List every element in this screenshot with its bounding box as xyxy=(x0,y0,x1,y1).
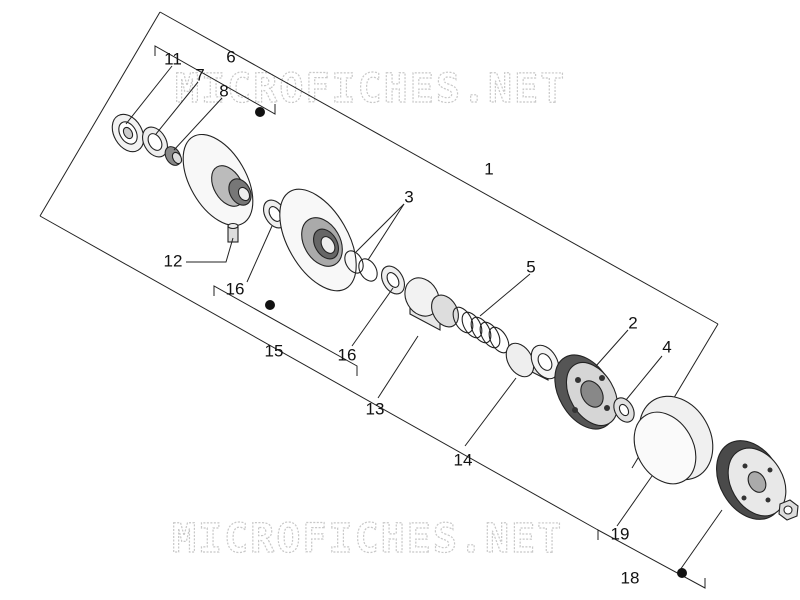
callout-16-upper: 16 xyxy=(226,279,245,298)
o-rings-3 xyxy=(344,250,378,282)
bush-8 xyxy=(164,146,183,166)
dot-marker xyxy=(677,568,687,578)
callout-6: 6 xyxy=(226,47,235,66)
leader-lines xyxy=(125,65,723,571)
callout-12: 12 xyxy=(164,251,183,270)
callout-19: 19 xyxy=(611,524,630,543)
dot-marker xyxy=(265,300,275,310)
callout-13: 13 xyxy=(366,399,385,418)
callout-15: 15 xyxy=(265,341,284,360)
bracket-group-6 xyxy=(154,45,276,115)
movable-pulley-half-15 xyxy=(279,188,357,292)
bracket-group-18 xyxy=(597,529,706,589)
bracket-group-15 xyxy=(213,285,358,376)
bushing-16-lower xyxy=(380,265,406,295)
callout-14: 14 xyxy=(454,450,473,469)
callout-4: 4 xyxy=(662,337,671,356)
callout-16-lower: 16 xyxy=(338,345,357,364)
callout-18: 18 xyxy=(621,568,640,587)
watermark-bottom: MICROFICHES.NET xyxy=(172,516,563,562)
screw-12 xyxy=(227,222,239,243)
clutch-drum-18 xyxy=(716,440,787,520)
spring-5 xyxy=(452,306,510,354)
clutch-bell-19 xyxy=(633,395,714,485)
fixed-pulley-half xyxy=(182,133,254,227)
spacer-14 xyxy=(505,342,560,381)
dot-marker xyxy=(255,107,265,117)
seal-ring-7 xyxy=(142,126,168,158)
callout-2: 2 xyxy=(628,313,637,332)
callout-8: 8 xyxy=(219,81,228,100)
sleeve-13 xyxy=(404,277,459,331)
clutch-2 xyxy=(554,354,619,430)
bearing-11 xyxy=(111,113,145,153)
callout-7: 7 xyxy=(195,65,204,84)
drum-nut xyxy=(778,499,799,521)
nut-4 xyxy=(613,397,635,423)
callout-11: 11 xyxy=(164,49,182,68)
callout-1: 1 xyxy=(484,159,493,178)
callout-3: 3 xyxy=(404,187,413,206)
callout-5: 5 xyxy=(526,257,535,276)
watermark-top: MICROFICHES.NET xyxy=(175,66,566,112)
